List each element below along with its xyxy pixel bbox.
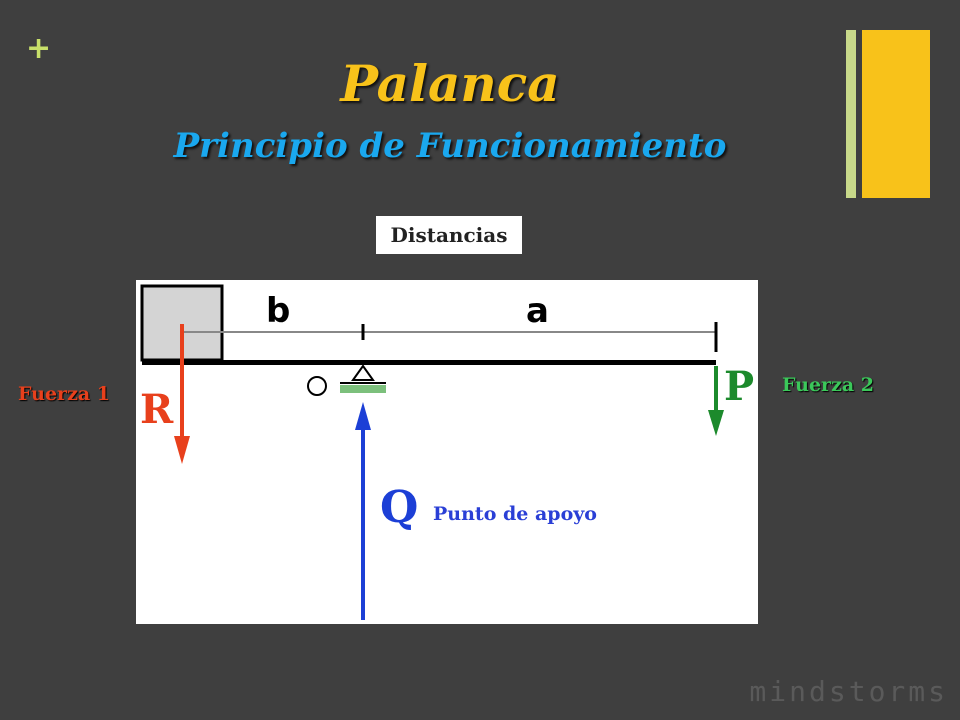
slide-subtitle: Principio de Funcionamiento bbox=[173, 126, 727, 166]
arrow-P-head-icon bbox=[708, 410, 724, 436]
slide-title: Palanca bbox=[340, 54, 560, 113]
lever-svg bbox=[140, 284, 724, 620]
fulcrum-ground bbox=[340, 385, 386, 393]
force-Q-label: Q bbox=[380, 482, 419, 533]
pivot-circle-icon bbox=[307, 376, 327, 396]
mindstorms-logo: mindstorms bbox=[749, 675, 948, 708]
force-2-caption: Fuerza 2 bbox=[782, 374, 875, 396]
lever-diagram bbox=[136, 280, 758, 624]
force-1-caption: Fuerza 1 bbox=[18, 383, 111, 405]
distances-label: Distancias bbox=[376, 216, 522, 254]
plus-icon: + bbox=[26, 31, 52, 66]
force-P-label: P bbox=[724, 363, 755, 410]
decorative-bar-thin bbox=[846, 30, 856, 198]
distance-a-label: a bbox=[526, 291, 549, 331]
arrow-Q-head-icon bbox=[355, 402, 371, 430]
fulcrum-triangle-icon bbox=[351, 364, 375, 381]
distance-b-label: b bbox=[266, 291, 291, 331]
arrow-R-head-icon bbox=[174, 436, 190, 464]
lever-beam bbox=[142, 360, 716, 365]
fulcrum-caption: Punto de apoyo bbox=[433, 503, 597, 525]
decorative-bar-wide bbox=[862, 30, 930, 198]
force-R-label: R bbox=[140, 386, 174, 433]
